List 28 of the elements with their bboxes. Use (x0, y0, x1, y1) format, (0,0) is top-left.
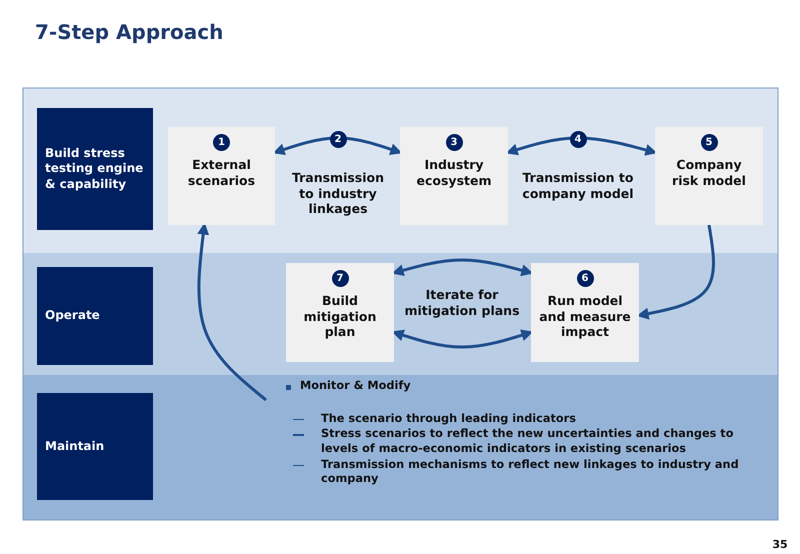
curved-arrow (197, 222, 267, 402)
step-text: Run model and measure impact (539, 293, 631, 340)
step-box (168, 127, 275, 225)
list-item: The scenario through leading indicators (321, 412, 577, 426)
step-number: 5 (700, 134, 718, 151)
step-number: 6 (576, 270, 594, 287)
row-label: Operate (37, 267, 153, 365)
step-text: External scenarios (186, 157, 256, 188)
list-heading: Monitor & Modify (300, 379, 412, 394)
step-box (531, 263, 639, 362)
step-box (655, 127, 763, 225)
step-number: 3 (446, 134, 462, 151)
step-number: 1 (213, 134, 230, 151)
step-label: Iterate for mitigation plans (403, 287, 521, 318)
step-text: Build mitigation plan (302, 293, 378, 340)
step-label: Transmission to industry linkages (290, 170, 386, 217)
step-text: Company risk model (671, 157, 747, 188)
page-number: 35 (771, 538, 789, 552)
list-item: Stress scenarios to reflect the new uncertainties and changes to levels of macro-economic indicators in existing scenarios (321, 427, 734, 457)
step-box (286, 263, 394, 362)
step-number: 7 (332, 270, 348, 287)
step-box (400, 127, 508, 225)
row-label: Maintain (37, 393, 153, 500)
step-label: Transmission to company model (521, 170, 635, 202)
list-item: Transmission mechanisms to reflect new linkages to industry and company (321, 458, 740, 488)
step-text: Industry ecosystem (416, 157, 492, 188)
row-label: Build stress testing engine & capability (37, 108, 153, 230)
title: 7-Step Approach (35, 20, 224, 44)
